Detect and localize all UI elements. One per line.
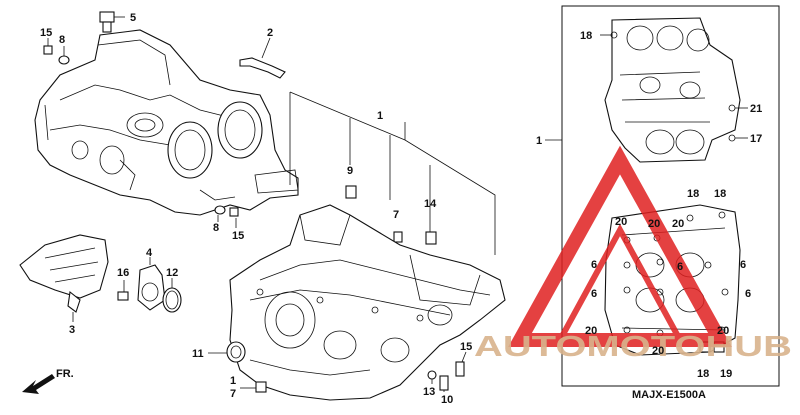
callout-1: 1	[377, 110, 383, 122]
watermark-text: AUTOMOTOHUB	[474, 331, 792, 363]
oil-seal	[208, 341, 246, 363]
callout-4: 4	[146, 247, 153, 259]
callout-6: 6	[677, 261, 683, 273]
callout-15: 15	[40, 27, 52, 39]
diagram-code: MAJX-E1500A	[632, 389, 706, 401]
callout-8: 8	[59, 34, 65, 46]
bolt-washer-upper	[43, 38, 70, 65]
callout-6: 6	[745, 288, 751, 300]
callout-12: 12	[166, 267, 178, 279]
callout-17: 17	[750, 133, 762, 145]
callout-6: 6	[740, 259, 746, 271]
callout-18: 18	[714, 188, 726, 200]
callout-10: 10	[441, 394, 453, 406]
bracket	[239, 37, 286, 79]
callout-20: 20	[717, 325, 729, 337]
callout-2: 2	[267, 27, 273, 39]
inset-panel	[545, 5, 780, 387]
dowels	[345, 185, 437, 245]
callout-labels: 5 15 8 2 1 9 7 14 8 15 3 4 16 12 11 1 7 …	[40, 12, 762, 406]
callout-15: 15	[232, 230, 244, 242]
callout-8: 8	[213, 222, 219, 234]
callout-18: 18	[687, 188, 699, 200]
callout-21: 21	[750, 103, 762, 115]
front-arrow-icon	[22, 374, 55, 394]
callout-13: 13	[423, 386, 435, 398]
callout-9: 9	[347, 165, 353, 177]
watermark-logo	[508, 145, 732, 347]
upper-crankcase	[34, 29, 299, 216]
callout-6: 6	[591, 288, 597, 300]
bolts-lower	[240, 351, 467, 393]
callout-11: 11	[192, 348, 204, 360]
callout-3: 3	[69, 324, 75, 336]
callout-6: 6	[591, 259, 597, 271]
callout-1-inset: 1	[536, 135, 542, 147]
callout-20: 20	[652, 345, 664, 357]
callout-20: 20	[615, 216, 627, 228]
leader-bracket	[289, 91, 496, 255]
callout-16: 16	[117, 267, 129, 279]
bolt-washer-middle	[214, 205, 239, 228]
oil-strainer	[19, 234, 109, 322]
callout-14: 14	[424, 198, 437, 210]
callout-7: 7	[230, 388, 236, 400]
callout-18: 18	[697, 368, 709, 380]
callout-7: 7	[393, 209, 399, 221]
direction-label: FR.	[56, 368, 74, 380]
callout-18: 18	[580, 30, 592, 42]
sensor-bolt	[99, 11, 125, 33]
callout-20: 20	[585, 325, 597, 337]
callout-20: 20	[672, 218, 684, 230]
callout-20: 20	[648, 218, 660, 230]
callout-19: 19	[720, 368, 732, 380]
callout-1: 1	[230, 375, 236, 387]
callout-5: 5	[130, 12, 136, 24]
oil-pump-group	[117, 257, 182, 313]
callout-15: 15	[460, 341, 472, 353]
